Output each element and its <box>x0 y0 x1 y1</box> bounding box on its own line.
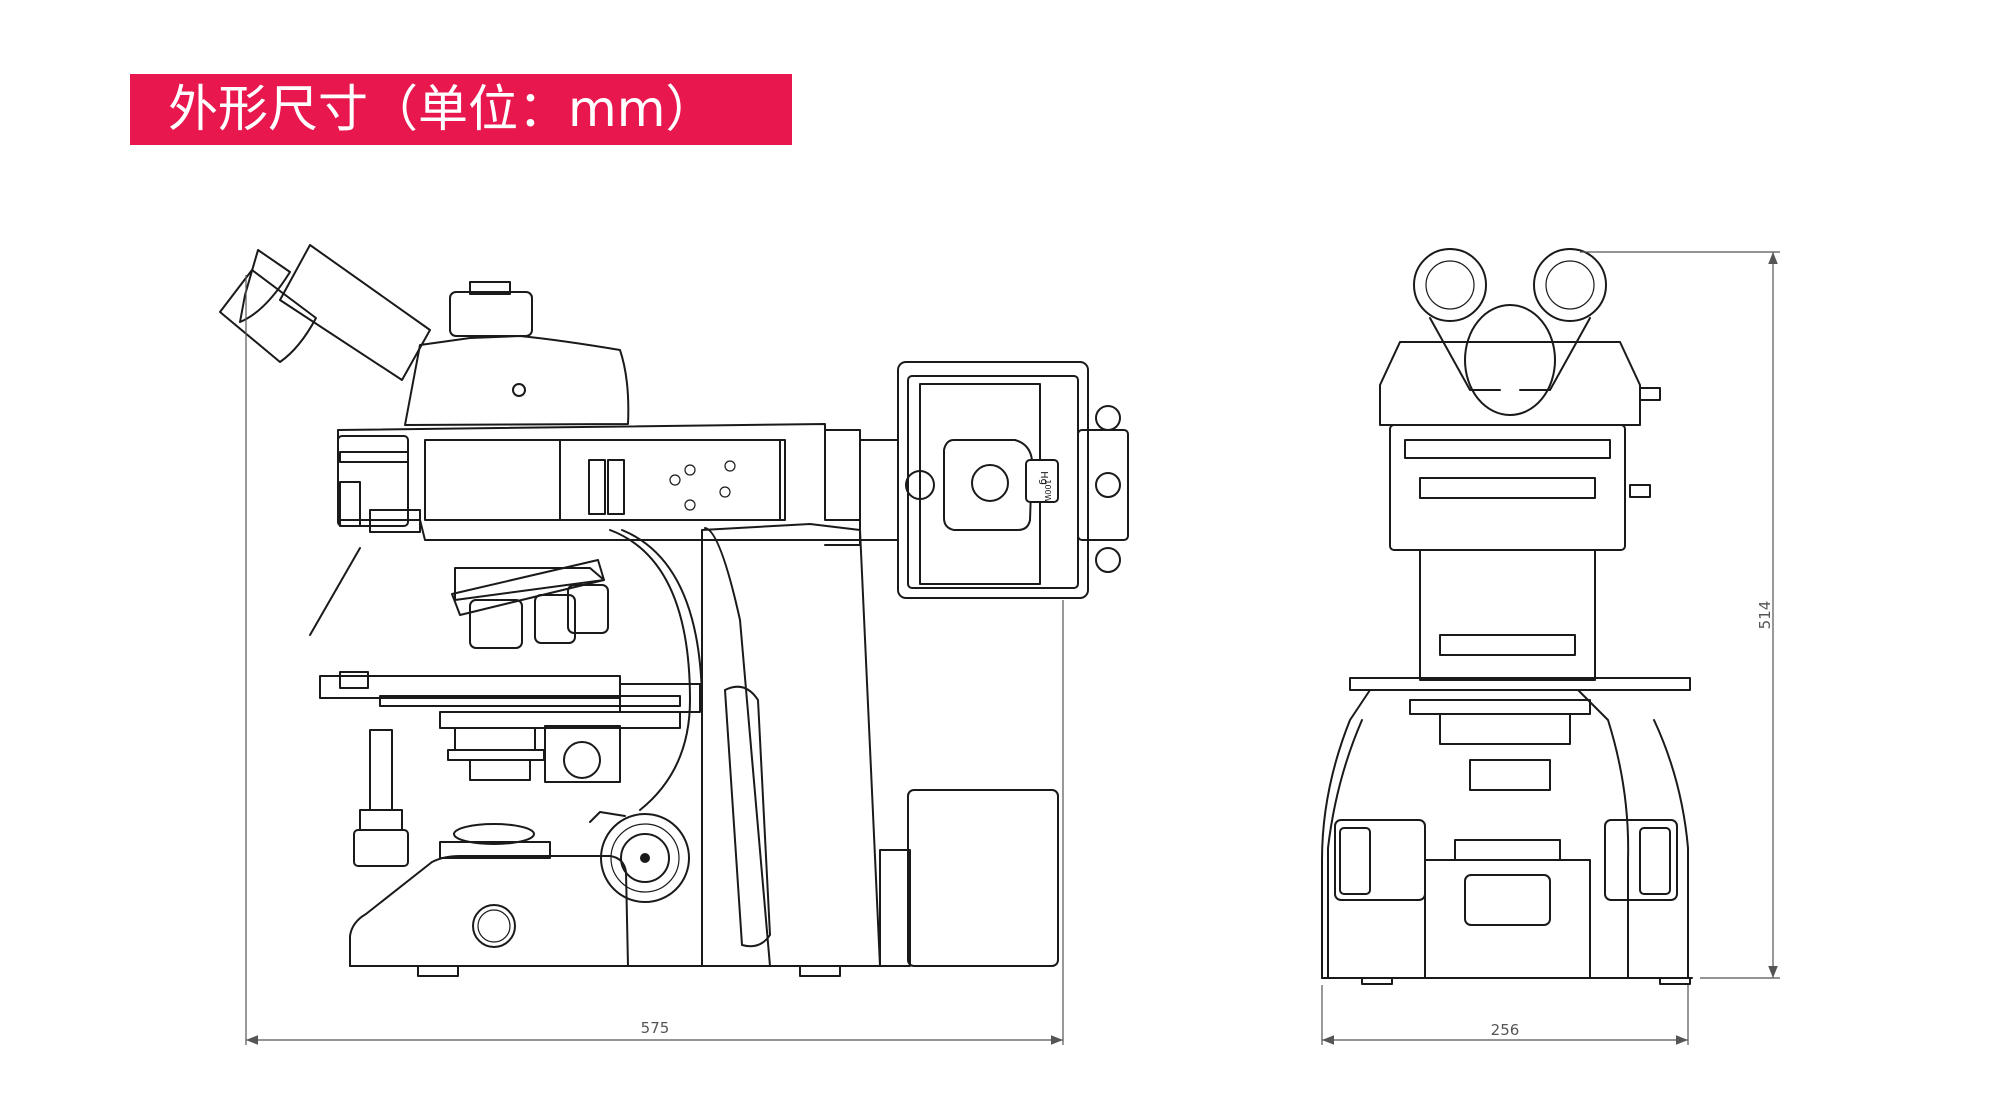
page-title: 外形尺寸（单位：mm） <box>168 80 716 138</box>
front-view <box>1321 248 1693 985</box>
side-view: Hg 100W <box>219 244 1129 977</box>
height-label: 514 <box>1756 601 1774 630</box>
lamp-label-power: 100W <box>1043 479 1052 502</box>
side-width-label: 575 <box>641 1019 670 1037</box>
title-banner: 外形尺寸（单位：mm） <box>130 74 792 145</box>
lamp-label-hg: Hg <box>1038 471 1049 485</box>
front-width-label: 256 <box>1491 1021 1520 1039</box>
dimension-lines <box>245 251 1780 1045</box>
